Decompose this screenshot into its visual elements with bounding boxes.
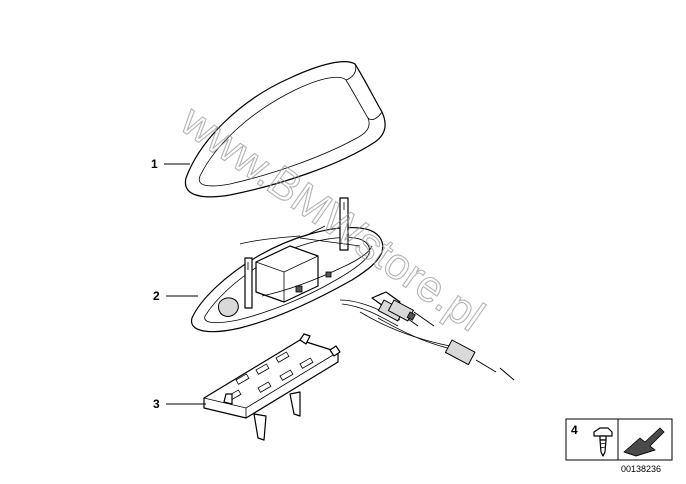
svg-text:3: 3 [153, 397, 160, 411]
cable-connector-c [444, 339, 515, 381]
svg-text:4: 4 [571, 423, 578, 437]
callout-3[interactable]: 3 [153, 397, 206, 411]
diagram-number: 00138236 [621, 464, 661, 474]
svg-text:1: 1 [151, 157, 158, 171]
antenna-cover-part[interactable] [184, 61, 386, 198]
cable-connector-b [387, 299, 435, 327]
mounting-bracket-part[interactable] [203, 333, 341, 441]
callout-2[interactable]: 2 [153, 289, 198, 303]
reference-arrow-icon [623, 427, 665, 457]
part-4-box[interactable]: 4 [565, 418, 673, 461]
antenna-base-part[interactable] [191, 197, 515, 381]
callout-1[interactable]: 1 [151, 157, 190, 171]
svg-text:2: 2 [153, 289, 160, 303]
screw-icon [593, 427, 613, 457]
